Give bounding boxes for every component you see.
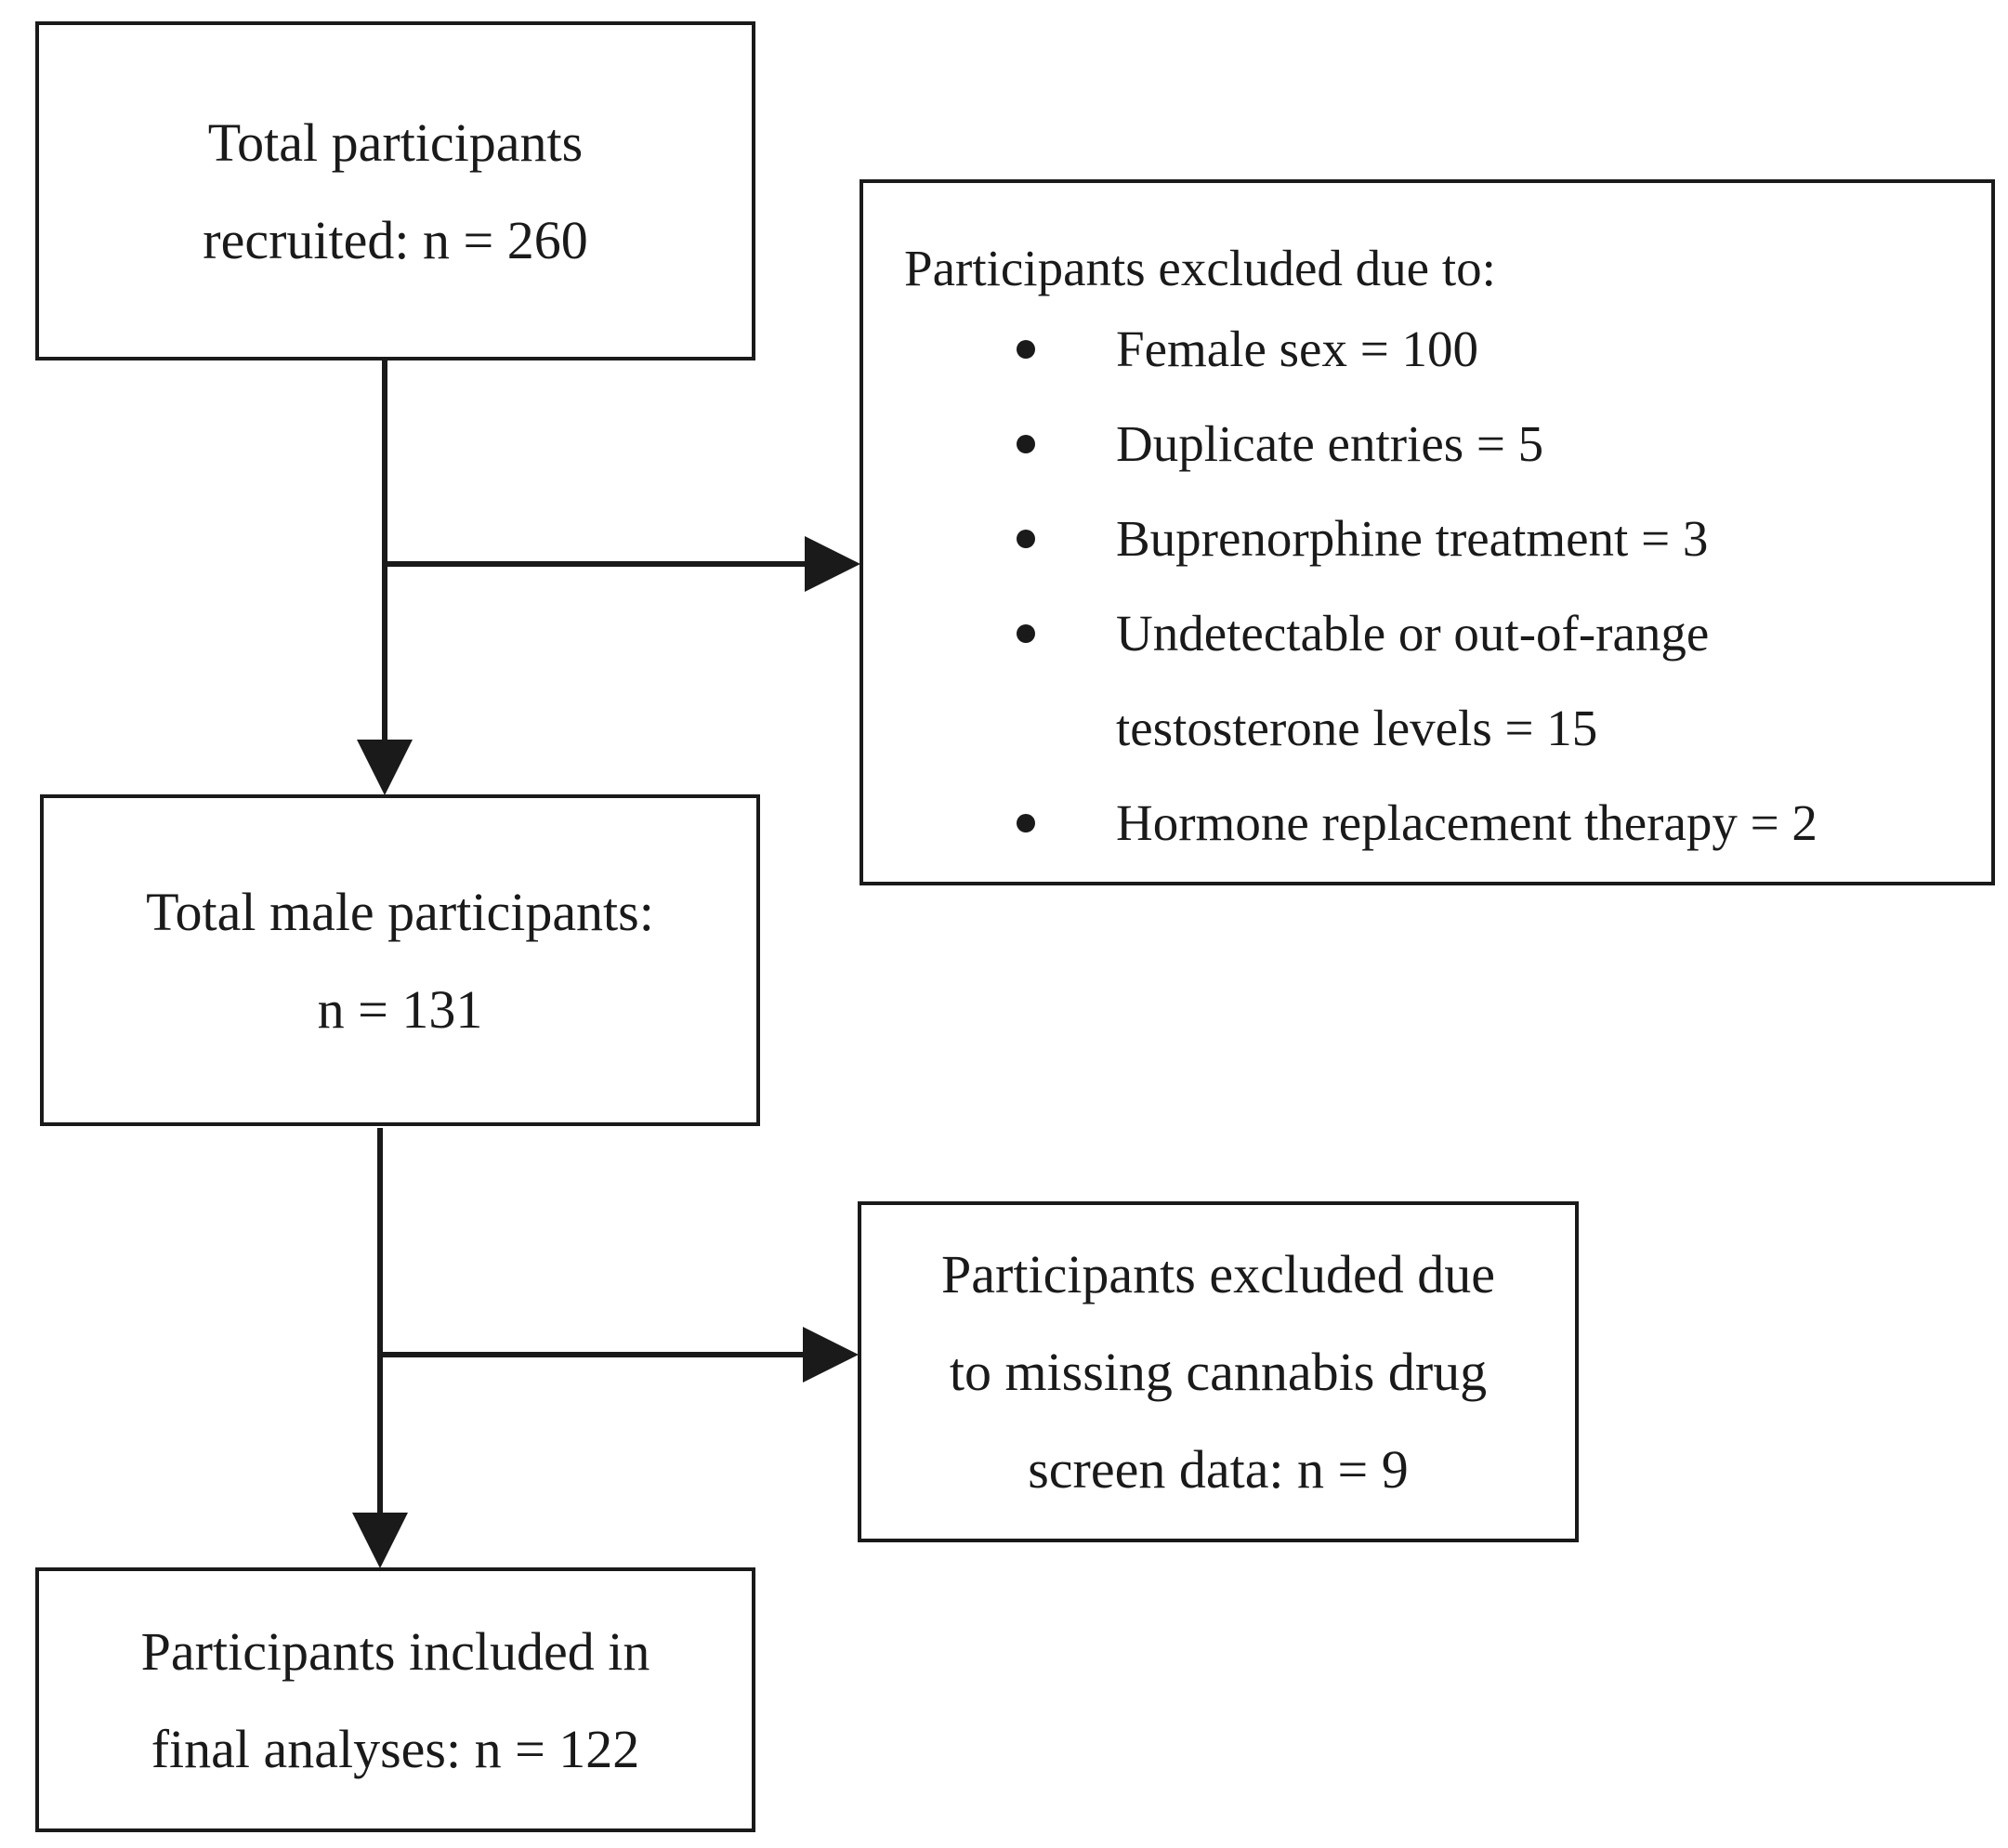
bullet-icon [1017,340,1035,359]
missing-line-1: Participants excluded due [941,1244,1495,1304]
bullet-icon [1017,435,1035,453]
bullet-icon [1017,530,1035,548]
excluded-item-female: Female sex = 100 [863,302,1818,397]
bullet-icon [1017,624,1035,643]
box-male-participants: Total male participants: n = 131 [40,794,760,1126]
male-line-2: n = 131 [317,978,483,1040]
box-total-participants: Total participants recruited: n = 260 [35,21,755,360]
final-line-1: Participants included in [140,1620,650,1682]
box-missing-cannabis-data: Participants excluded due to missing can… [858,1201,1579,1542]
male-line-1: Total male participants: [146,881,654,942]
missing-line-3: screen data: n = 9 [1028,1439,1409,1500]
final-line-2: final analyses: n = 122 [151,1718,640,1779]
missing-line-2: to missing cannabis drug [949,1342,1488,1402]
excluded-item-hormone: Hormone replacement therapy = 2 [863,776,1818,871]
total-line-2: recruited: n = 260 [203,209,588,270]
excluded-heading: Participants excluded due to: [904,240,1496,296]
excluded-item-duplicate: Duplicate entries = 5 [863,397,1818,491]
bullet-icon [1017,814,1035,832]
excluded-item-buprenorphine: Buprenorphine treatment = 3 [863,491,1818,586]
total-line-1: Total participants [207,111,584,173]
excluded-item-testosterone: Undetectable or out-of-range testosteron… [863,586,1818,776]
box-final-analyses: Participants included in final analyses:… [35,1567,755,1832]
excluded-list: Female sex = 100 Duplicate entries = 5 B… [863,302,1818,871]
box-excluded-reasons: Participants excluded due to: Female sex… [860,179,1995,885]
